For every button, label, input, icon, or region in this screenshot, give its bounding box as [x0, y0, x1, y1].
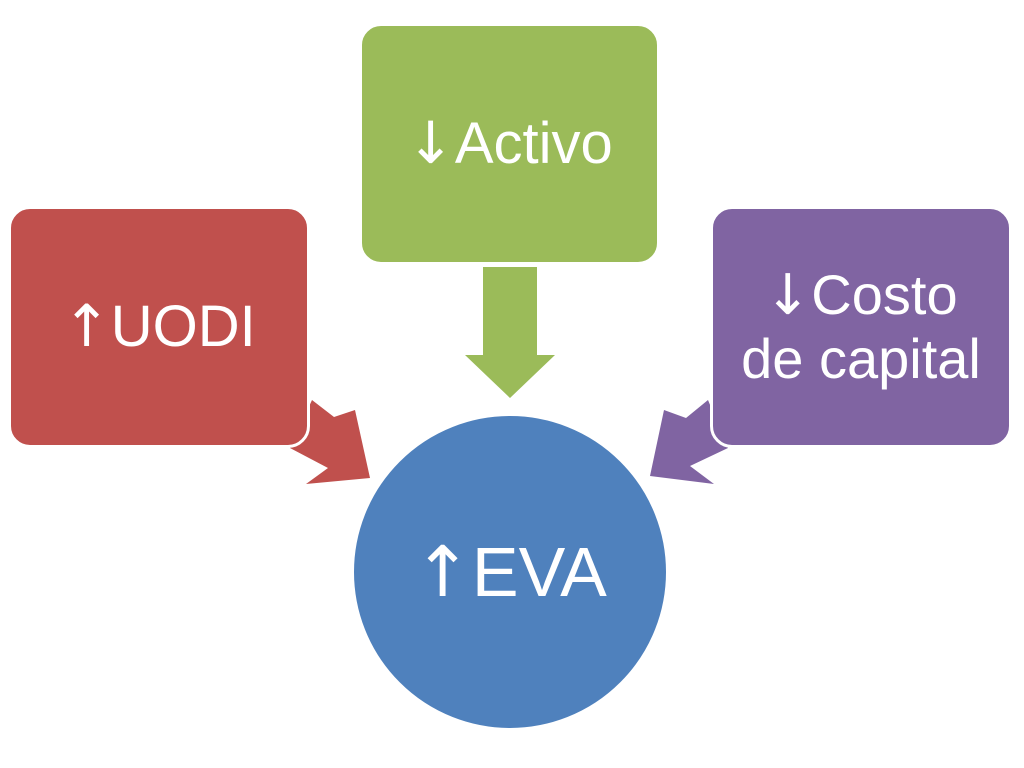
eva-label: ↑EVA: [413, 530, 607, 613]
activo-text: Activo: [454, 111, 613, 177]
arrow-down-icon: ↓: [764, 262, 812, 328]
activo-box: ↓Activo: [359, 23, 660, 265]
uodi-text: UODI: [110, 294, 256, 360]
arrow-down-icon: ↓: [406, 109, 455, 178]
eva-circle: ↑EVA: [351, 413, 669, 731]
uodi-box: ↑UODI: [8, 206, 310, 448]
arrow-activo-to-eva: [465, 267, 555, 398]
arrow-costo-to-eva: [650, 400, 728, 484]
arrow-up-icon: ↑: [413, 530, 472, 613]
activo-label: ↓Activo: [406, 111, 613, 177]
eva-text: EVA: [471, 532, 607, 611]
arrow-uodi-to-eva: [290, 400, 370, 484]
uodi-label: ↑UODI: [62, 294, 256, 360]
arrow-up-icon: ↑: [62, 292, 111, 361]
